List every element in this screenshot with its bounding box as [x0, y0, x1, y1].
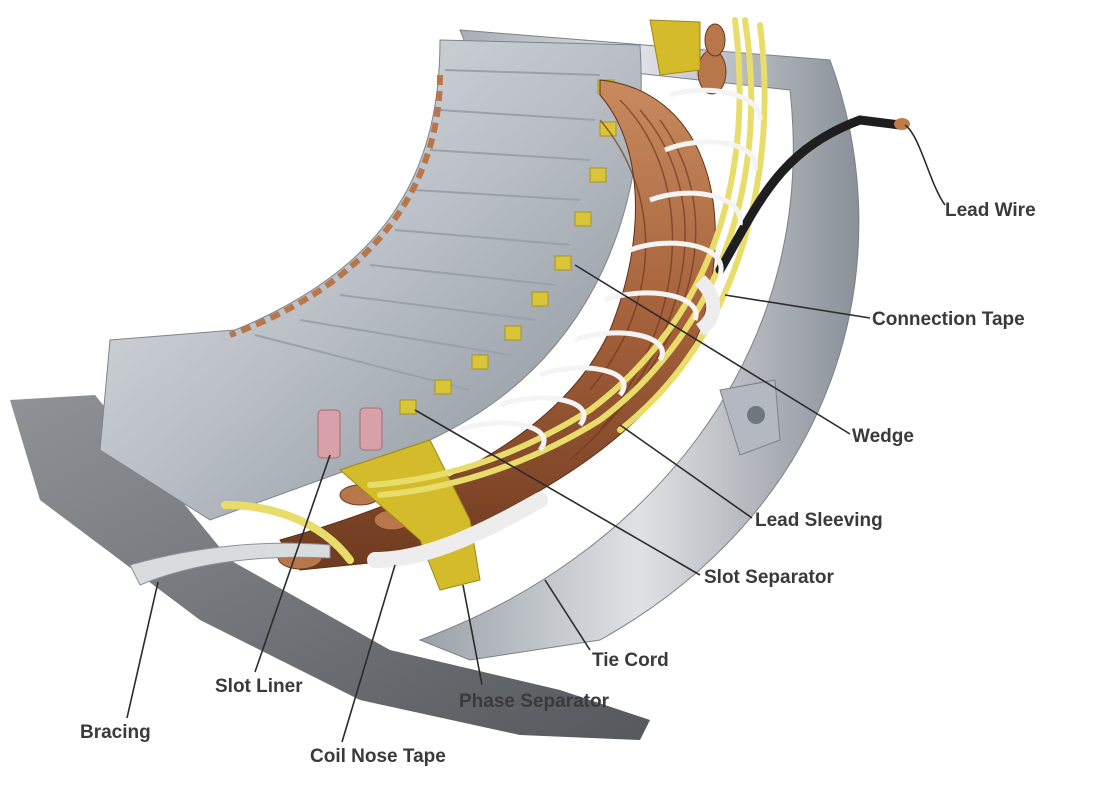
leader-lines	[126, 124, 946, 743]
leader-wedge	[574, 264, 851, 435]
label-lead-wire: Lead Wire	[945, 200, 1036, 221]
label-tie-cord: Tie Cord	[592, 650, 669, 671]
label-phase-separator: Phase Separator	[459, 691, 610, 712]
leader-slot-liner	[254, 454, 331, 673]
label-connection-tape: Connection Tape	[872, 309, 1025, 330]
bracing-strip	[129, 542, 331, 586]
leader-connection-tape	[724, 294, 871, 319]
label-wedge: Wedge	[852, 426, 914, 447]
stator-core	[99, 39, 642, 521]
leader-lead-wire	[904, 124, 946, 206]
stator-frame	[418, 29, 860, 661]
leader-phase-separator	[462, 584, 483, 686]
leader-coil-nose-tape	[341, 564, 396, 743]
leader-lead-sleeving	[619, 424, 753, 519]
label-slot-separator: Slot Separator	[704, 567, 834, 588]
label-slot-liner: Slot Liner	[215, 676, 303, 697]
leader-tie-cord	[544, 579, 591, 651]
lead-wire-cable	[715, 115, 905, 275]
leader-bracing	[126, 581, 159, 719]
leader-slot-separator	[414, 409, 701, 576]
callout-labels: Lead Wire Connection Tape Wedge Lead Sle…	[80, 200, 1036, 767]
label-bracing: Bracing	[80, 722, 151, 743]
label-coil-nose-tape: Coil Nose Tape	[310, 746, 446, 767]
label-lead-sleeving: Lead Sleeving	[755, 510, 883, 531]
stator-illustration	[10, 17, 910, 740]
